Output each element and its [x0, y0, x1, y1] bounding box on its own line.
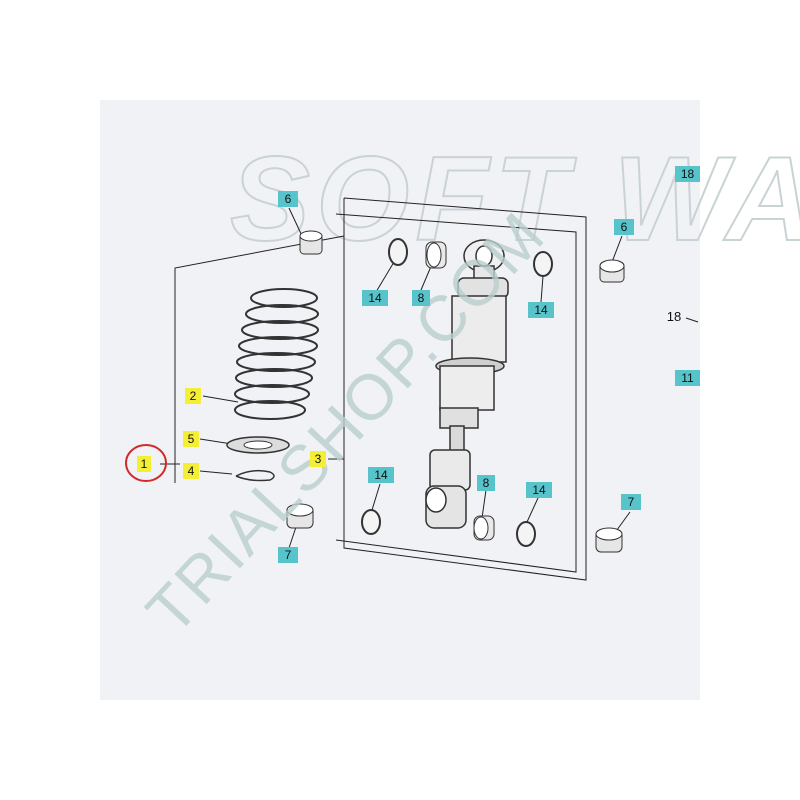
leader-14a	[375, 261, 395, 293]
label-part-11: 11	[675, 370, 700, 386]
watermark-soft-way: SOFT WAY	[230, 132, 800, 266]
leader-2	[202, 395, 239, 403]
label-part-14-top-left: 14	[362, 290, 388, 306]
label-part-3: 3	[310, 451, 326, 467]
leader-14b	[540, 275, 544, 303]
part-3-shock-absorber	[425, 239, 509, 529]
label-part-5: 5	[183, 431, 199, 447]
part-14-seal-top-left	[388, 238, 408, 266]
leader-4	[199, 470, 233, 475]
label-part-14-top-right: 14	[528, 302, 554, 318]
label-part-7-left: 7	[278, 547, 298, 563]
part-2-coil-spring	[234, 288, 319, 420]
leader-8a	[420, 263, 433, 291]
part-8-spacer-bottom	[473, 515, 495, 541]
label-part-2: 2	[185, 388, 201, 404]
label-part-6-right: 6	[614, 219, 634, 235]
label-part-8-top: 8	[412, 290, 430, 306]
shock-group-outline-inner	[335, 213, 577, 573]
spring-group-outline	[174, 235, 345, 483]
label-part-14-bottom-right: 14	[526, 482, 552, 498]
part-4-circlip	[235, 469, 275, 482]
leader-14c	[371, 483, 381, 511]
leader-6b	[611, 235, 623, 263]
label-part-14-bottom-left: 14	[368, 467, 394, 483]
part-14-seal-bottom-left	[361, 509, 381, 535]
part-7-bushing-right	[595, 527, 623, 553]
shock-group-outline-outer	[343, 197, 587, 581]
label-part-8-bottom: 8	[477, 475, 495, 491]
label-part-1: 1	[137, 456, 151, 472]
label-part-4: 4	[183, 463, 199, 479]
part-6-bushing-right	[599, 259, 625, 283]
label-part-18-side: 18	[666, 309, 682, 324]
part-14-seal-bottom-right	[516, 521, 536, 547]
part-7-bushing-left	[286, 503, 314, 529]
part-8-spacer-top	[425, 241, 447, 269]
label-part-6-left: 6	[278, 191, 298, 207]
leader-7a	[288, 526, 297, 549]
leader-8b	[481, 489, 487, 519]
leader-18b	[685, 317, 699, 323]
part-5-spring-retainer	[226, 436, 290, 454]
highlight-circle-part-1	[125, 444, 167, 482]
leader-6	[288, 207, 304, 239]
leader-14d	[526, 497, 539, 523]
leader-5	[199, 438, 233, 445]
label-part-18-top: 18	[675, 166, 700, 182]
label-part-7-right: 7	[621, 494, 641, 510]
part-6-bushing-left	[299, 230, 323, 255]
part-14-seal-top-right	[533, 251, 553, 277]
